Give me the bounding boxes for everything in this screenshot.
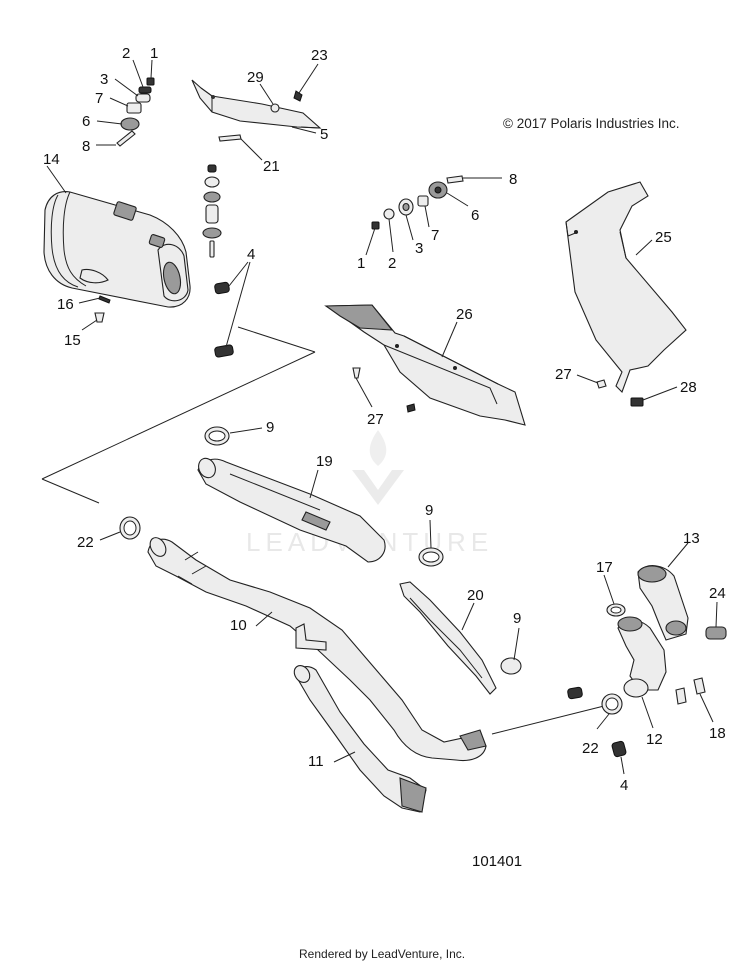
clamp-9-lower (500, 657, 522, 675)
washer-3 (135, 93, 151, 103)
bolt-8 (116, 130, 136, 147)
callout-5: 5 (320, 126, 328, 143)
callout-20: 20 (467, 587, 484, 604)
callout-28: 28 (680, 379, 697, 396)
gasket-17 (606, 603, 626, 617)
callout-22-left: 22 (77, 534, 94, 551)
copyright-text: © 2017 Polaris Industries Inc. (503, 116, 680, 131)
callout-27-right: 27 (555, 366, 572, 383)
callout-labels: 1 2 3 7 6 8 29 23 5 21 14 4 16 15 8 6 7 … (43, 45, 726, 794)
exhaust-pipe-19 (197, 457, 386, 563)
sensor-24 (705, 626, 727, 640)
callout-1-mid: 1 (357, 255, 365, 272)
callout-6-top: 6 (82, 113, 90, 130)
callout-4-right: 4 (620, 777, 628, 794)
nut-29 (270, 103, 280, 113)
callout-7-top: 7 (95, 90, 103, 107)
callout-3-top: 3 (100, 71, 108, 88)
callout-22-right: 22 (582, 740, 599, 757)
bracket-20 (399, 581, 497, 695)
gasket-22-left (119, 516, 141, 540)
callout-4-left: 4 (247, 246, 255, 263)
clamp-9-upper (204, 426, 230, 446)
callout-16: 16 (57, 296, 74, 313)
callout-10: 10 (230, 617, 247, 634)
spring-4-right-upper (567, 686, 583, 700)
callout-11: 11 (308, 753, 324, 770)
callout-18: 18 (709, 725, 726, 742)
spring-4-upper (214, 281, 230, 295)
callout-27-mid: 27 (367, 411, 384, 428)
spacer-7 (126, 102, 142, 114)
exhaust-pipe-10 (147, 537, 487, 762)
exhaust-manifold-13 (637, 542, 689, 641)
screw-27-left (352, 367, 361, 379)
callout-19: 19 (316, 453, 333, 470)
callout-14: 14 (43, 151, 60, 168)
shield-hardware-stack (365, 175, 502, 256)
diagram-number: 101401 (472, 853, 522, 870)
stud-18 (675, 677, 706, 705)
callout-6-mid: 6 (471, 207, 479, 224)
exhaust-pipe-11 (293, 665, 427, 813)
callout-2-top: 2 (122, 45, 130, 62)
callout-3-mid: 3 (415, 240, 423, 257)
callout-25: 25 (655, 229, 672, 246)
assembly-guide-lines (41, 326, 605, 735)
muffler-hardware-stack (96, 59, 155, 147)
callout-8-top: 8 (82, 138, 90, 155)
muffler-14 (43, 165, 191, 308)
clip-28 (630, 397, 644, 407)
washer-2 (138, 86, 152, 94)
bolt-21 (218, 134, 242, 142)
clamp-9-middle (418, 547, 444, 567)
callout-21: 21 (263, 158, 280, 175)
callout-23: 23 (311, 47, 328, 64)
callout-15: 15 (64, 332, 81, 349)
heat-shield-26 (324, 304, 526, 426)
clip-16 (98, 295, 111, 304)
callout-7-mid: 7 (431, 227, 439, 244)
heat-shield-bracket-5 (191, 79, 322, 129)
callout-17: 17 (596, 559, 613, 576)
callout-26: 26 (456, 306, 473, 323)
callout-24: 24 (709, 585, 726, 602)
bolt-15 (94, 312, 105, 323)
mount-grommet-stack (202, 164, 222, 258)
screw-27-right (596, 379, 607, 389)
callout-8-mid: 8 (509, 171, 517, 188)
gasket-22-right (601, 693, 623, 715)
callout-13: 13 (683, 530, 700, 547)
callout-9-lower: 9 (513, 610, 521, 627)
spring-4-right-lower (611, 740, 627, 758)
callout-2-mid: 2 (388, 255, 396, 272)
callout-1-top: 1 (150, 45, 158, 62)
heat-shield-25 (565, 181, 687, 393)
callout-29: 29 (247, 69, 264, 86)
footer-credit: Rendered by LeadVenture, Inc. (299, 947, 465, 961)
callout-9-middle: 9 (425, 502, 433, 519)
exhaust-pipe-12 (617, 616, 667, 729)
nut-1 (146, 77, 155, 86)
nut-23 (293, 90, 303, 102)
callout-9-upper: 9 (266, 419, 274, 436)
screw-27-mid (406, 403, 416, 413)
spring-4-lower (214, 344, 234, 358)
grommet-6 (120, 117, 140, 131)
callout-12: 12 (646, 731, 663, 748)
